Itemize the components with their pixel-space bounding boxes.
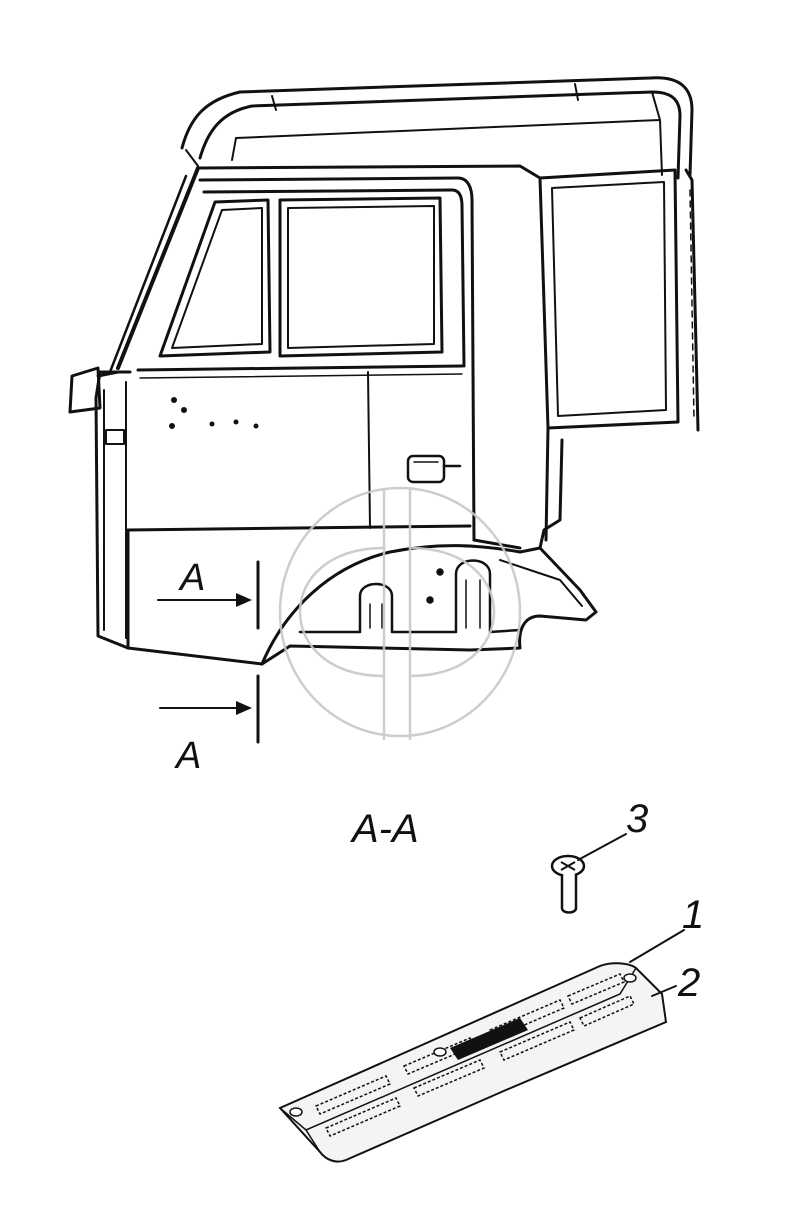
mirror-icon <box>68 366 120 414</box>
callout-2: 2 <box>677 961 700 1005</box>
sleeper-window <box>538 168 700 432</box>
leader-2 <box>651 985 677 997</box>
leader-lines <box>577 833 685 997</box>
screw-icon <box>550 854 586 914</box>
step-plate-icon <box>278 962 668 1163</box>
section-arrow-top <box>157 593 252 607</box>
callout-3: 3 <box>626 797 648 841</box>
wheel-arch-bracket <box>298 559 583 634</box>
cab-front <box>94 370 132 650</box>
leader-3 <box>577 833 627 861</box>
callout-1: 1 <box>682 893 704 937</box>
a-pillar <box>108 166 200 374</box>
door-handle-icon <box>406 454 462 484</box>
label-section-view: A-A <box>350 807 419 851</box>
cab-top-rail <box>198 164 542 180</box>
roof-fairing <box>180 76 694 180</box>
label-section-bottom: A <box>174 735 201 777</box>
door-panel-details <box>169 397 259 429</box>
leader-1 <box>629 929 685 963</box>
lower-panel <box>126 426 598 666</box>
section-arrow-bottom <box>159 701 252 715</box>
truck-cab <box>68 76 700 744</box>
watermark-logo-icon <box>278 486 522 740</box>
label-section-top: A <box>178 557 205 599</box>
door-frame <box>136 176 476 542</box>
